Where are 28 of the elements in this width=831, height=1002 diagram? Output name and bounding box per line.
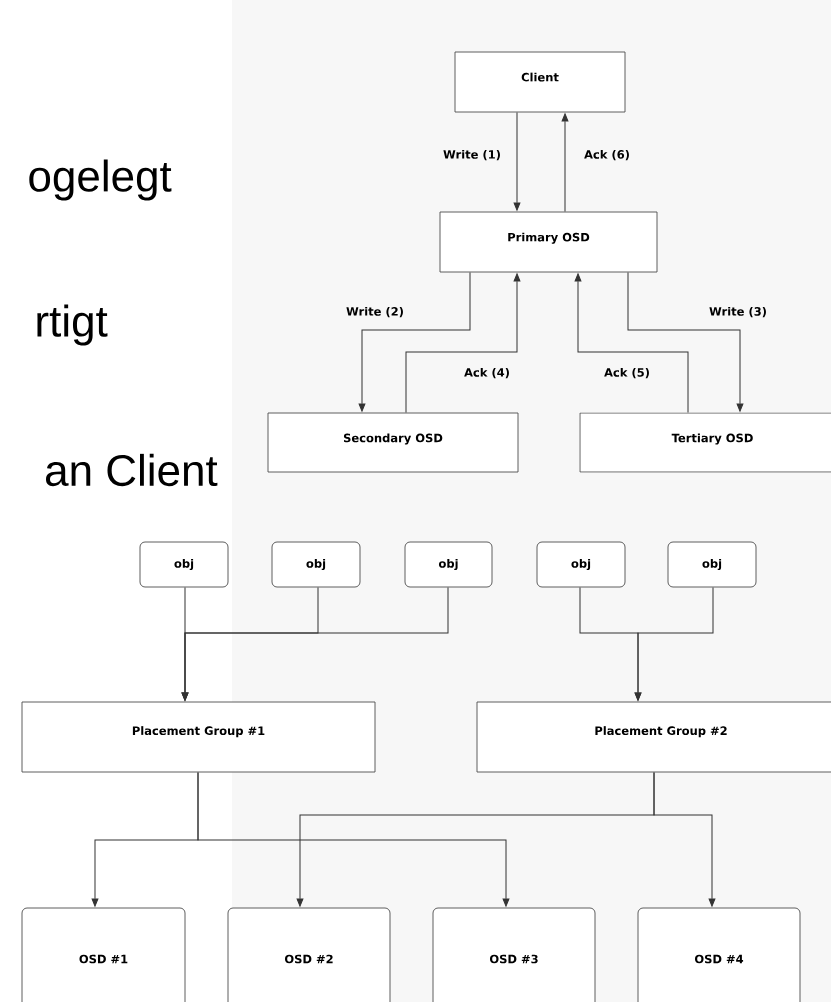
slide-text: ogelegt <box>29 159 172 201</box>
storage-box: OSD #4 <box>637 907 801 1002</box>
arrow <box>181 586 449 701</box>
group-box: Placement Group #2 <box>476 701 831 773</box>
process-box: Tertiary OSD <box>579 412 831 473</box>
arrow <box>561 113 569 213</box>
group-box: Placement Group #1 <box>21 701 376 773</box>
slide-text: an Client <box>46 453 218 487</box>
object-box: obj <box>271 541 361 588</box>
arrow <box>197 771 510 907</box>
arrow <box>513 111 521 211</box>
arrow <box>627 271 744 412</box>
object-box: obj <box>536 541 626 588</box>
arrow <box>358 271 471 412</box>
process-box: Secondary OSD <box>267 412 519 473</box>
process-box: Primary OSD <box>439 211 658 273</box>
storage-box: OSD #3 <box>432 907 596 1002</box>
slide-text: rtigt <box>37 304 108 346</box>
arrow <box>405 273 521 414</box>
client-box: Client <box>454 51 626 113</box>
storage-box: OSD #2 <box>227 907 391 1002</box>
object-box: obj <box>404 541 493 588</box>
object-box: obj <box>139 541 229 588</box>
arrow <box>634 586 714 701</box>
arrow <box>653 771 716 907</box>
storage-box: OSD #1 <box>21 907 186 1002</box>
object-box: obj <box>667 541 757 588</box>
arrow <box>574 273 689 414</box>
